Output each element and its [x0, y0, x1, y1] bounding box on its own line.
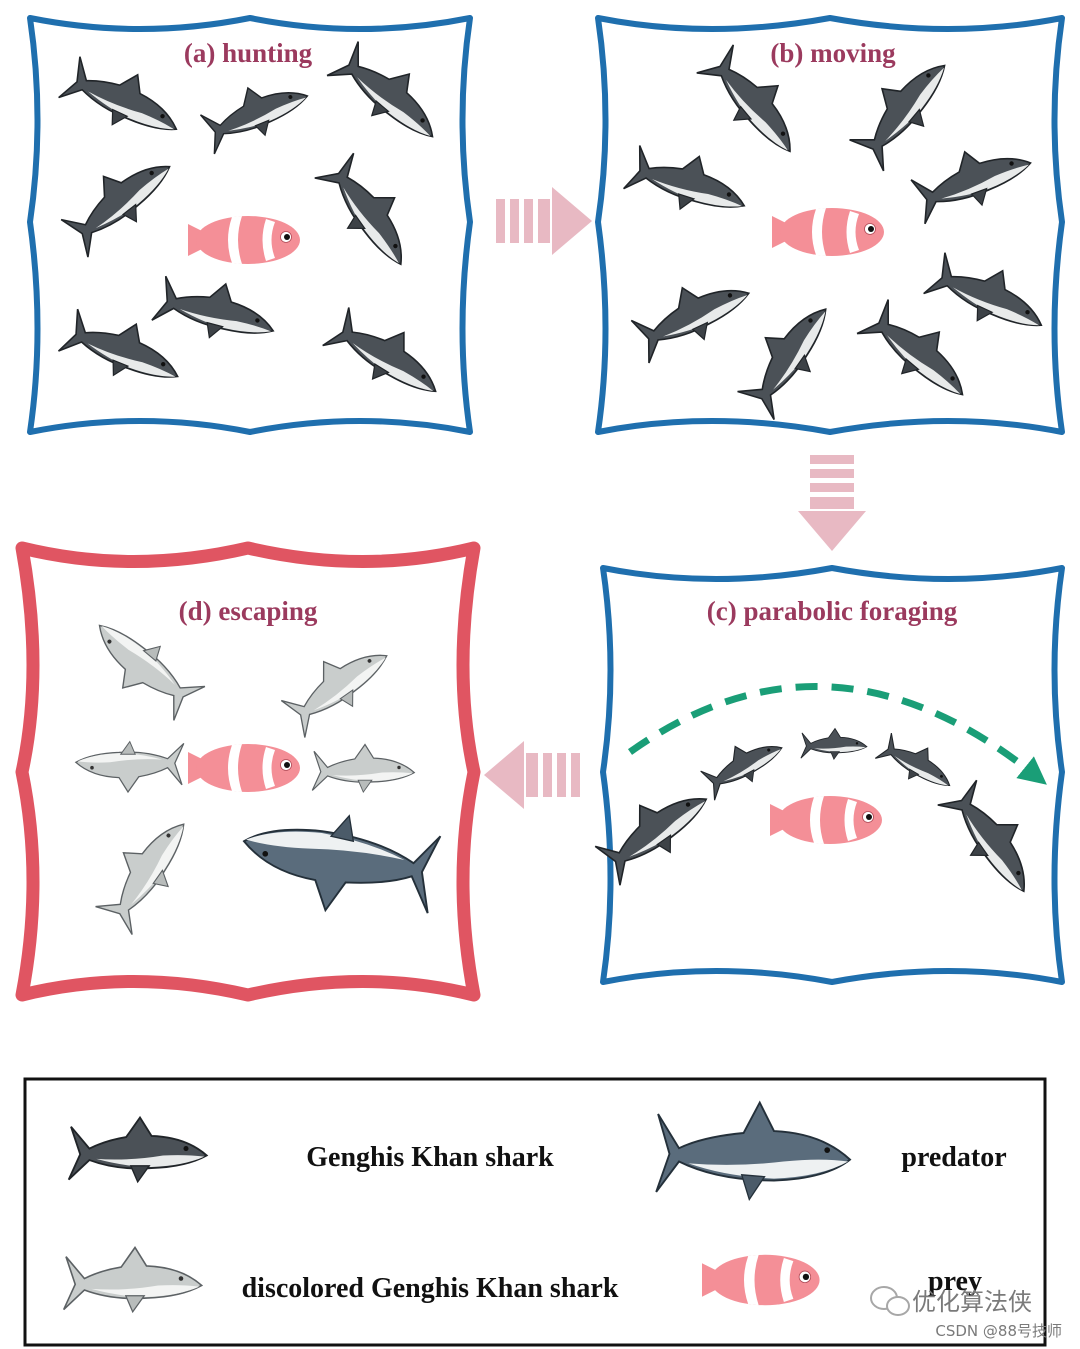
panel-hunting: (a) hunting [27, 15, 473, 435]
panel-escaping: (d) escaping [15, 541, 481, 1002]
panel-hunting-title: (a) hunting [184, 38, 313, 68]
legend-discolored-label: discolored Genghis Khan shark [242, 1273, 619, 1304]
legend: Genghis Khan shark predator discolored G… [23, 1077, 1047, 1347]
panel-parabolic-foraging: (c) parabolic foraging [588, 565, 1065, 985]
parabolic-trajectory-arrow [627, 683, 1047, 785]
panel-parabolic-foraging-frame [600, 565, 1065, 985]
flow-arrow-left [484, 741, 580, 809]
watermark-brand: 优化算法侠 [912, 1288, 1032, 1316]
wechat-icon [870, 1286, 910, 1316]
panel-moving: (b) moving [595, 15, 1065, 435]
panel-moving-title: (b) moving [770, 38, 896, 68]
legend-box [23, 1077, 1047, 1347]
watermark-source: CSDN @88号技师 [935, 1322, 1062, 1340]
panel-escaping-title: (d) escaping [179, 596, 318, 626]
flow-arrow-right [496, 187, 592, 255]
legend-shark-label: Genghis Khan shark [306, 1142, 554, 1173]
panel-parabolic-foraging-title: (c) parabolic foraging [707, 596, 958, 626]
watermark: 优化算法侠 CSDN @88号技师 [870, 1286, 1062, 1340]
flow-arrow-down [798, 455, 866, 551]
legend-predator-label: predator [901, 1142, 1006, 1173]
legend-prey-label: prey [928, 1266, 982, 1297]
